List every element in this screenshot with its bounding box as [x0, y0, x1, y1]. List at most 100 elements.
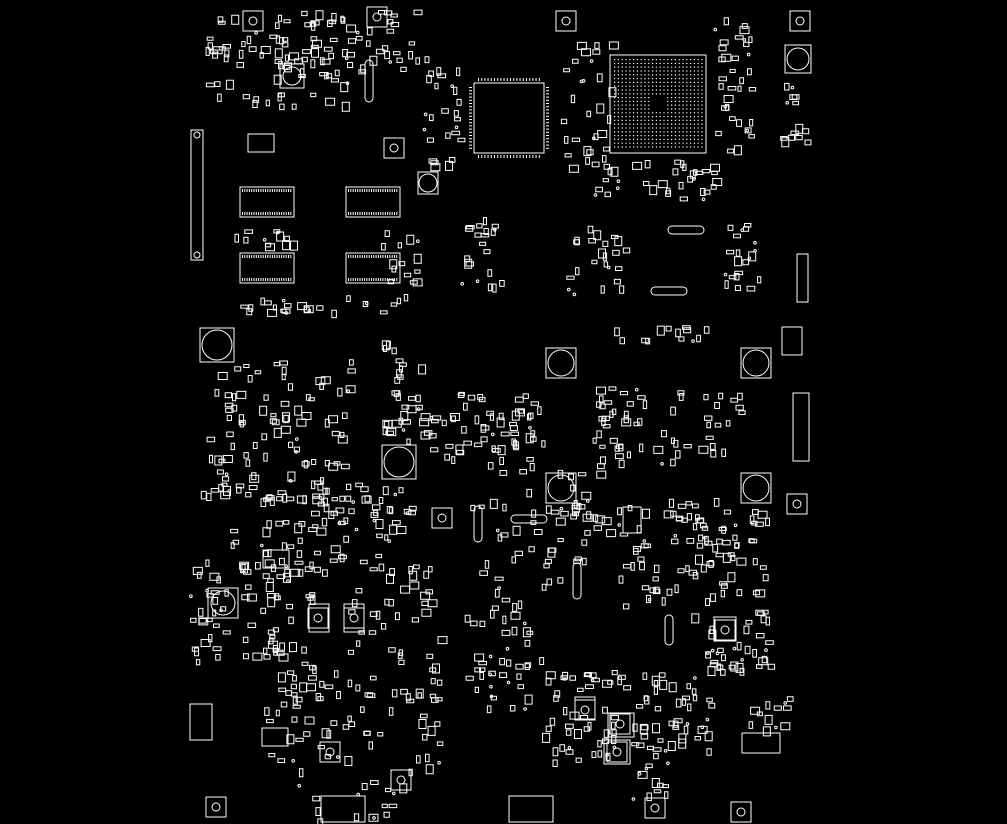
bga-ball: [659, 112, 661, 114]
smd-component: [281, 309, 286, 312]
bga-ball: [663, 93, 665, 95]
smd-component: [684, 328, 691, 333]
bga-ball: [674, 142, 676, 144]
via: [289, 480, 292, 483]
bga-ball: [674, 119, 676, 121]
qfp-pin: [546, 138, 549, 140]
bga-ball: [644, 116, 646, 118]
smd-component: [599, 416, 606, 421]
mounting-hole-pad: [243, 11, 263, 31]
smd-component: [207, 618, 213, 621]
smd-component: [624, 411, 628, 417]
smd-component: [352, 600, 357, 607]
smd-component: [575, 730, 582, 739]
bga-ball: [636, 74, 638, 76]
smd-component: [512, 557, 516, 563]
smd-component: [695, 737, 701, 741]
smd-component: [756, 590, 765, 597]
bga-ball: [697, 108, 699, 110]
smd-component: [280, 558, 285, 564]
smd-component: [503, 504, 506, 511]
via: [255, 32, 258, 35]
bga-ball: [629, 135, 631, 137]
via: [706, 718, 709, 721]
bga-ball: [671, 93, 673, 95]
bga-ball: [663, 116, 665, 118]
smd-component: [679, 734, 686, 743]
smd-component: [492, 446, 495, 452]
bga-ball: [697, 100, 699, 102]
tsop-pin: [285, 212, 287, 215]
bga-ball: [644, 119, 646, 121]
bga-ball: [690, 93, 692, 95]
bga-ball: [667, 100, 669, 102]
tsop-pin: [276, 212, 278, 215]
bga-ball: [693, 123, 695, 125]
via: [261, 544, 264, 547]
via: [568, 747, 571, 750]
bga-ball: [644, 85, 646, 87]
bga-ball: [663, 66, 665, 68]
bga-ball: [693, 127, 695, 129]
smd-component: [734, 274, 739, 280]
smd-component: [278, 673, 285, 682]
bga-ball: [697, 112, 699, 114]
smd-component: [457, 68, 460, 76]
mounting-hole: [314, 614, 322, 622]
bga-ball: [644, 78, 646, 80]
bga-ball: [678, 85, 680, 87]
tsop-pin: [285, 189, 287, 192]
tsop-pin: [366, 189, 368, 192]
bga-ball: [690, 108, 692, 110]
bga-ball: [617, 138, 619, 140]
smd-component: [410, 582, 419, 589]
bga-ball: [640, 93, 642, 95]
smd-component: [512, 627, 517, 635]
tsop-pin: [354, 212, 356, 215]
bga-ball: [682, 108, 684, 110]
smd-component: [201, 640, 210, 647]
mounting-hole-pad: [320, 742, 340, 762]
smd-component: [750, 120, 753, 126]
smd-component: [679, 337, 684, 341]
smd-component: [410, 281, 417, 284]
smd-component: [485, 561, 488, 569]
smd-component: [247, 309, 252, 315]
smd-component: [446, 444, 453, 448]
smd-component: [216, 655, 220, 661]
smd-component: [751, 707, 760, 714]
via: [616, 187, 619, 190]
tsop-pin: [352, 189, 354, 192]
smd-component: [232, 15, 239, 24]
smd-component: [512, 411, 519, 420]
smd-component: [334, 462, 340, 465]
bga-ball: [667, 119, 669, 121]
qfp-pin: [546, 112, 549, 114]
bga-ball: [690, 142, 692, 144]
bga-ball: [682, 112, 684, 114]
smd-component: [356, 685, 360, 691]
smd-component: [514, 441, 517, 447]
smd-component: [730, 69, 735, 72]
smd-component: [370, 568, 377, 571]
bga-ball: [614, 131, 616, 133]
via: [743, 39, 746, 42]
smd-component: [654, 446, 663, 453]
smd-component: [619, 675, 626, 679]
smd-component: [454, 87, 457, 94]
bga-ball: [644, 66, 646, 68]
bga-ball: [693, 108, 695, 110]
bga-ball: [659, 93, 661, 95]
smd-component: [412, 618, 418, 622]
smd-component: [302, 462, 309, 466]
mounting-hole-pad: [610, 714, 630, 734]
via: [613, 746, 616, 749]
bga-ball: [614, 116, 616, 118]
smd-component: [756, 522, 764, 526]
smd-component: [492, 606, 498, 610]
bga-ball: [682, 66, 684, 68]
smd-component: [609, 88, 616, 97]
smd-component: [793, 101, 799, 104]
tsop-pin: [352, 278, 354, 281]
qfp-pin: [510, 155, 511, 158]
